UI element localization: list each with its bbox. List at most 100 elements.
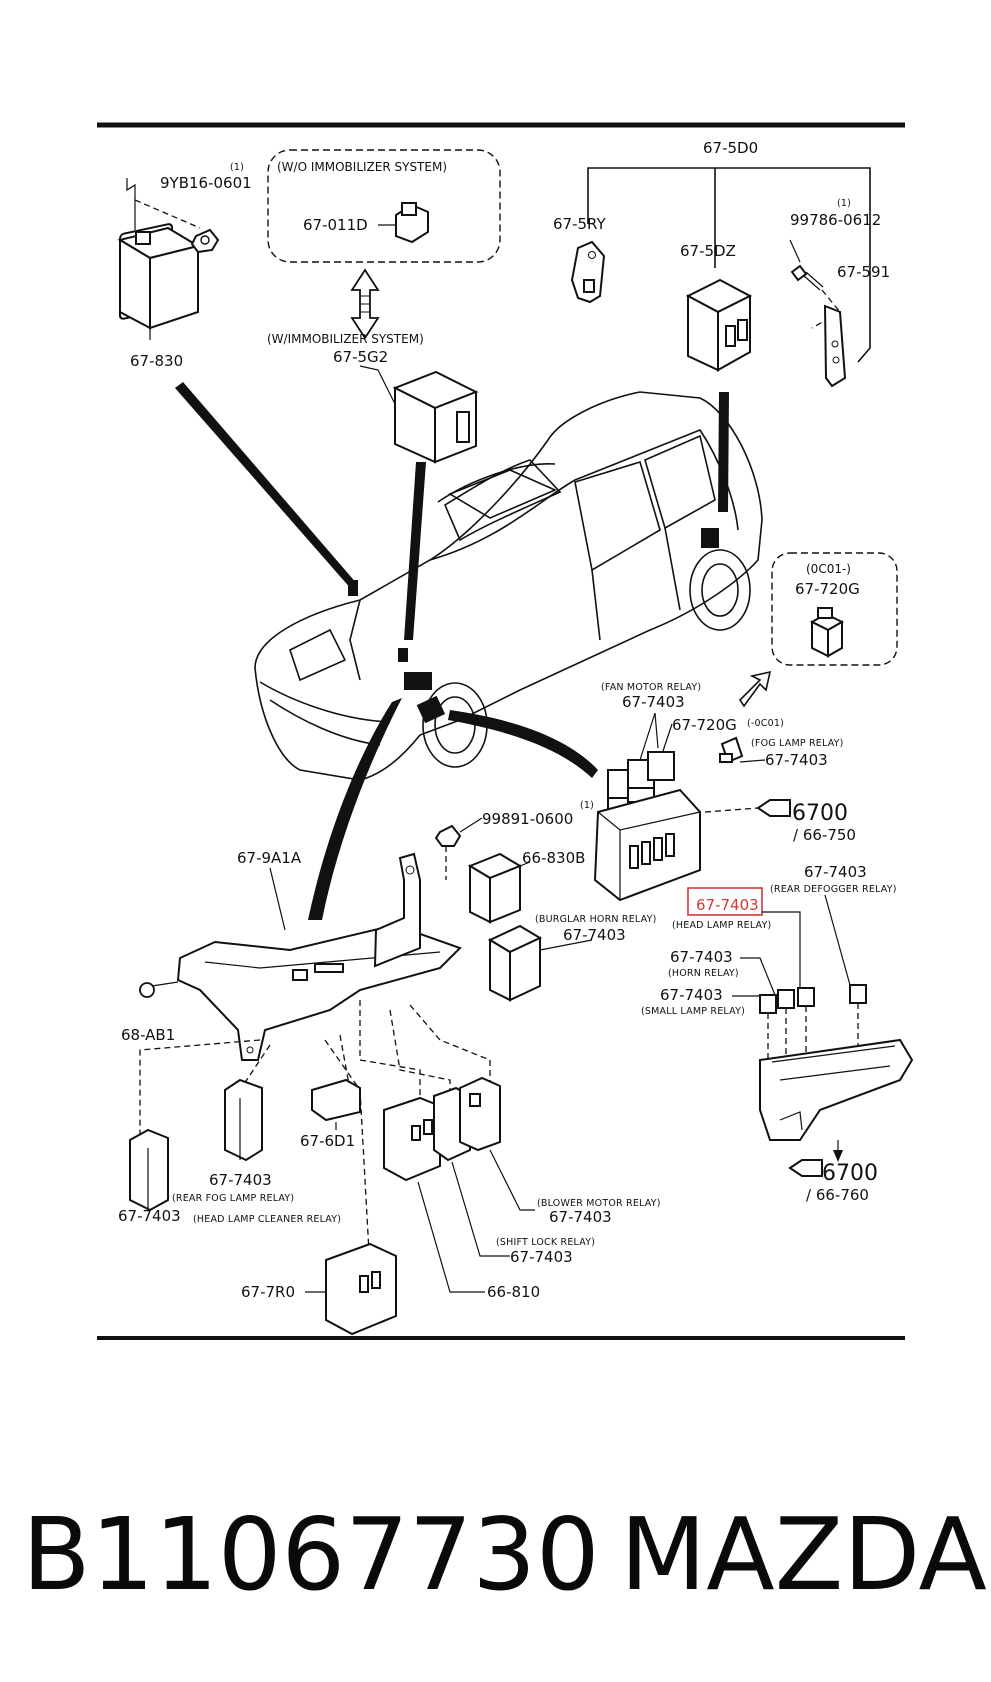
label-fog-relay: (FOG LAMP RELAY)	[751, 738, 844, 749]
label-67-6d1: 67-6D1	[300, 1132, 355, 1150]
leader-blower	[489, 1149, 535, 1211]
bracket-67-9a1a	[176, 852, 462, 1061]
label-horn-relay: (HORN RELAY)	[668, 968, 739, 979]
module-67-5dz	[685, 278, 753, 372]
label-67-011d: 67-011D	[303, 216, 368, 234]
connector-67-6d1	[311, 1078, 361, 1122]
label-67-720g: 67-720G	[672, 716, 737, 734]
label-99786-qty: (1)	[837, 198, 851, 209]
parts-diagram: (1) 9YB16-0601 67-830 (W/O IMMOBILIZER S…	[97, 122, 914, 1340]
label-7403-burg: 67-7403	[563, 926, 626, 944]
clip-68-ab1	[139, 981, 179, 998]
label-shift-lock: (SHIFT LOCK RELAY)	[496, 1237, 595, 1248]
label-7403-blow: 67-7403	[549, 1208, 612, 1226]
oc01-box	[771, 552, 898, 666]
label-7403-horn: 67-7403	[670, 948, 733, 966]
label-67-5g2: 67-5G2	[333, 348, 388, 366]
label-w-immobilizer: (W/IMMOBILIZER SYSTEM)	[267, 332, 424, 346]
label-head-lamp: (HEAD LAMP RELAY)	[672, 920, 771, 931]
label-7403-shift: 67-7403	[510, 1248, 573, 1266]
bolt-9yb16	[134, 199, 220, 254]
relay-fog	[719, 736, 744, 764]
car-illustration	[254, 391, 763, 781]
dash-drops	[139, 1000, 491, 1271]
label-6700-a: 6700	[792, 801, 848, 826]
label-blower: (BLOWER MOTOR RELAY)	[537, 1198, 661, 1209]
label-67-591: 67-591	[837, 263, 890, 281]
junction-box-66-750	[593, 788, 701, 902]
label-burglar: (BURGLAR HORN RELAY)	[535, 914, 657, 925]
module-67-011d	[378, 202, 429, 244]
label-67-5dz: 67-5DZ	[680, 242, 736, 260]
leader-to-junction-box	[448, 710, 598, 778]
wo-immobilizer-box	[267, 149, 501, 263]
label-66-750: / 66-750	[793, 826, 856, 844]
double-arrow	[350, 268, 380, 340]
label-6700-b: 6700	[822, 1161, 878, 1186]
leader-fan	[639, 712, 659, 761]
label-oc01-note: (-0C01)	[747, 718, 784, 729]
label-wo-immobilizer: (W/O IMMOBILIZER SYSTEM)	[277, 160, 447, 174]
leader-to-bracket	[308, 698, 402, 920]
hand-pointer-6700-b	[788, 1159, 823, 1177]
label-67-7r0: 67-7R0	[241, 1283, 295, 1301]
label-68-ab1: 68-AB1	[121, 1026, 175, 1044]
dash-6700-a	[704, 807, 759, 813]
label-rear-defog: (REAR DEFOGGER RELAY)	[770, 884, 897, 895]
leader-shift	[451, 1161, 510, 1257]
label-99786: 99786-0612	[790, 211, 881, 229]
relay-67-720g-box	[809, 607, 845, 658]
leader-67-5g2	[404, 462, 426, 640]
relay-66-830b	[467, 852, 531, 924]
label-67-9a1a: 67-9A1A	[237, 849, 302, 867]
label-99891-qty: (1)	[580, 800, 594, 811]
leader-67-5dz	[718, 392, 729, 512]
label-7403-rdef: 67-7403	[804, 863, 867, 881]
label-fan-relay: (FAN MOTOR RELAY)	[601, 682, 701, 693]
label-99891: 99891-0600	[482, 810, 573, 828]
label-7403-fog: 67-7403	[765, 751, 828, 769]
label-7403-hlc: 67-7403	[118, 1207, 181, 1225]
brand-name: MAZDA	[620, 1496, 987, 1613]
label-66-830b: 66-830B	[522, 849, 585, 867]
screw-99786	[789, 239, 841, 329]
label-66-760: / 66-760	[806, 1186, 869, 1204]
label-67-720g-box: 67-720G	[795, 580, 860, 598]
label-66-810: 66-810	[487, 1283, 540, 1301]
label-67-5d0: 67-5D0	[703, 139, 758, 157]
leader-67-830	[175, 382, 358, 590]
leader-horn	[740, 957, 776, 996]
nut-99891	[434, 817, 483, 880]
relay-66-810	[383, 1096, 441, 1182]
label-small-lamp: (SMALL LAMP RELAY)	[641, 1006, 745, 1017]
module-67-7r0	[325, 1242, 397, 1336]
relay-burglar	[487, 924, 593, 1002]
direction-arrow	[738, 670, 772, 708]
highlight-box	[687, 887, 763, 916]
label-rear-fog: (REAR FOG LAMP RELAY)	[172, 1193, 294, 1204]
relay-blower	[459, 1076, 501, 1152]
bracket-67-5d0	[587, 167, 871, 363]
leader-66-810	[417, 1181, 485, 1293]
bracket-67-591	[823, 304, 847, 388]
control-unit-67-830	[117, 178, 201, 340]
label-7403-small: 67-7403	[660, 986, 723, 1004]
label-hlc: (HEAD LAMP CLEANER RELAY)	[193, 1214, 341, 1225]
relay-cluster-66-760	[759, 984, 867, 1060]
relay-head-lamp-cleaner	[129, 1128, 169, 1212]
label-7403-head: 67-7403	[696, 896, 759, 914]
leader-head	[762, 911, 801, 995]
relay-rear-fog	[224, 1078, 263, 1162]
label-7403-rfog: 67-7403	[209, 1171, 272, 1189]
key-fob-67-5ry	[570, 240, 606, 304]
footer: B11067730 MAZDA	[0, 1500, 991, 1610]
label-9yb16: 9YB16-0601	[160, 174, 252, 192]
label-67-5ry: 67-5RY	[553, 215, 607, 233]
module-67-5g2	[359, 365, 479, 464]
leader-rdef	[824, 894, 851, 986]
label-9yb16-qty: (1)	[230, 162, 244, 173]
hand-pointer-6700-a	[756, 799, 791, 817]
label-7403-fan: 67-7403	[622, 693, 685, 711]
junction-box-66-760	[759, 1038, 914, 1141]
label-oc01-range: (0C01-)	[806, 562, 851, 576]
